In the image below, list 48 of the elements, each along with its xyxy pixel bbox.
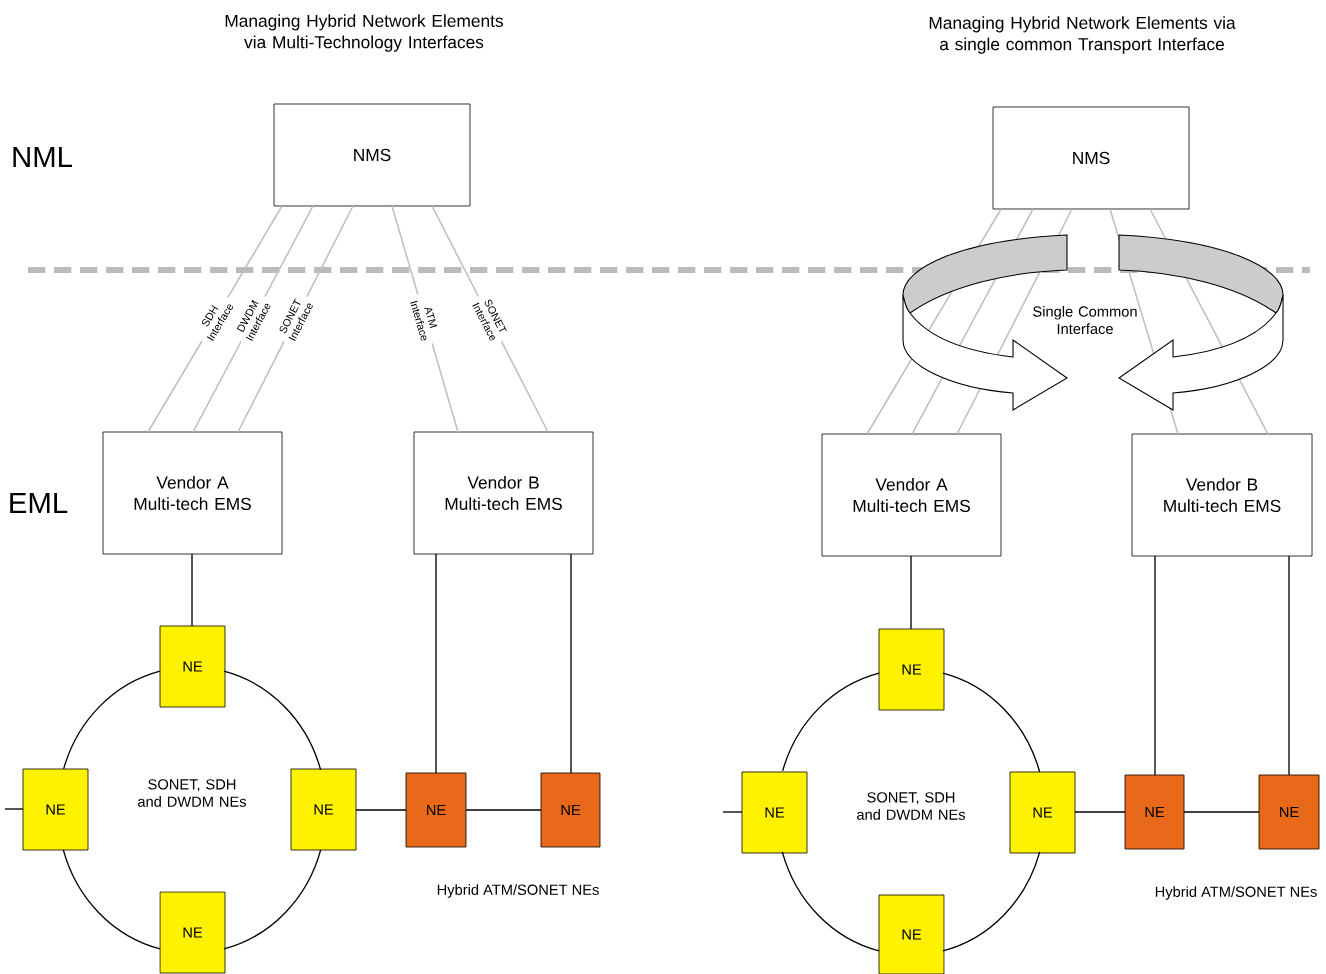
heading: Managing Hybrid Network Elements via a single common Transport Interface [929, 16, 1236, 54]
ring-label: SONET, SDH and DWDM NEs [857, 792, 966, 820]
nms-box: NMS [273, 103, 471, 207]
network-element-box: NE [540, 772, 601, 848]
network-element-box: NE [159, 625, 226, 708]
link-line [570, 553, 572, 774]
heading: Managing Hybrid Network Elements via Multi-Technology Interfaces [225, 14, 503, 52]
ring-line [782, 672, 880, 772]
network-element-box: NE [1009, 771, 1076, 854]
interface-label: Single Common Interface [1033, 305, 1137, 335]
ring-line [223, 670, 322, 771]
layer-label: EML [10, 492, 68, 514]
network-element-box: NE [741, 771, 808, 854]
link-line [910, 555, 912, 630]
link-line [4, 808, 24, 810]
link-line [355, 809, 407, 811]
ring-label: SONET, SDH and DWDM NEs [138, 779, 247, 807]
ring-line [942, 851, 1041, 952]
ems-box: Vendor B Multi-tech EMS [413, 431, 594, 555]
network-element-box: NE [1258, 774, 1320, 850]
link-line [1288, 555, 1290, 776]
link-line [1074, 811, 1126, 813]
ring-line [62, 849, 161, 950]
link-line [1154, 555, 1156, 776]
link-line [1183, 811, 1260, 813]
network-element-box: NE [159, 891, 226, 974]
group-label: Hybrid ATM/SONET NEs [1155, 886, 1317, 900]
ring-line [781, 851, 880, 952]
network-element-box: NE [405, 772, 467, 848]
network-element-box: NE [22, 768, 89, 851]
ems-box: Vendor A Multi-tech EMS [102, 431, 283, 555]
link-line [722, 811, 743, 813]
ring-line [942, 672, 1041, 773]
ems-box: Vendor B Multi-tech EMS [1131, 433, 1313, 557]
network-element-box: NE [878, 894, 945, 974]
link-line [191, 553, 193, 627]
network-element-box: NE [290, 768, 357, 851]
nms-box: NMS [992, 106, 1190, 210]
edge-label: ATM Interface [407, 291, 443, 347]
ring-line [223, 849, 322, 950]
ems-box: Vendor A Multi-tech EMS [821, 433, 1002, 557]
link-line [435, 553, 437, 774]
link-line [465, 809, 542, 811]
network-element-box: NE [1124, 774, 1185, 850]
ring-line [63, 670, 161, 770]
group-label: Hybrid ATM/SONET NEs [437, 884, 599, 898]
layer-label: NML [13, 146, 72, 168]
network-element-box: NE [878, 628, 945, 711]
